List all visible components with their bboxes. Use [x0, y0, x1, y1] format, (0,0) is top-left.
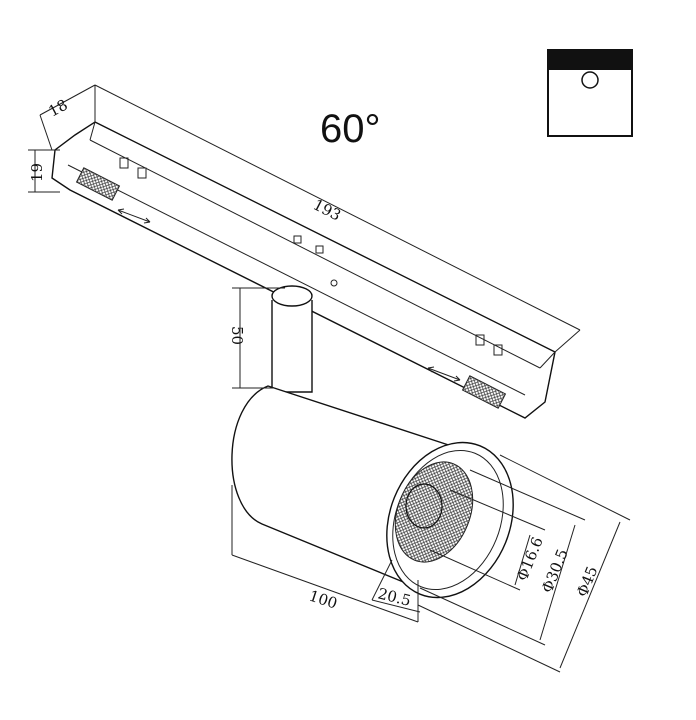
track-mount-icon [547, 49, 633, 137]
outer-diameter-dimension: Φ45 [573, 564, 601, 600]
spotlight-body [231, 385, 514, 599]
height-dimension: 19 [28, 163, 46, 182]
body-length-dimension: 100 [307, 587, 340, 613]
dimension-lines [28, 84, 631, 673]
beam-angle-label: 60° [320, 107, 381, 151]
lens-recess-dimension: 20.5 [376, 584, 413, 610]
length-dimension: 193 [310, 196, 344, 225]
stem-height-dimension: 50 [228, 326, 246, 345]
stem [271, 285, 313, 393]
inner-diameter-dimension: Φ16.6 [513, 534, 547, 583]
mid-diameter-dimension: Φ30.5 [538, 546, 572, 595]
width-dimension: 18 [45, 96, 70, 121]
track-adapter [51, 121, 556, 419]
